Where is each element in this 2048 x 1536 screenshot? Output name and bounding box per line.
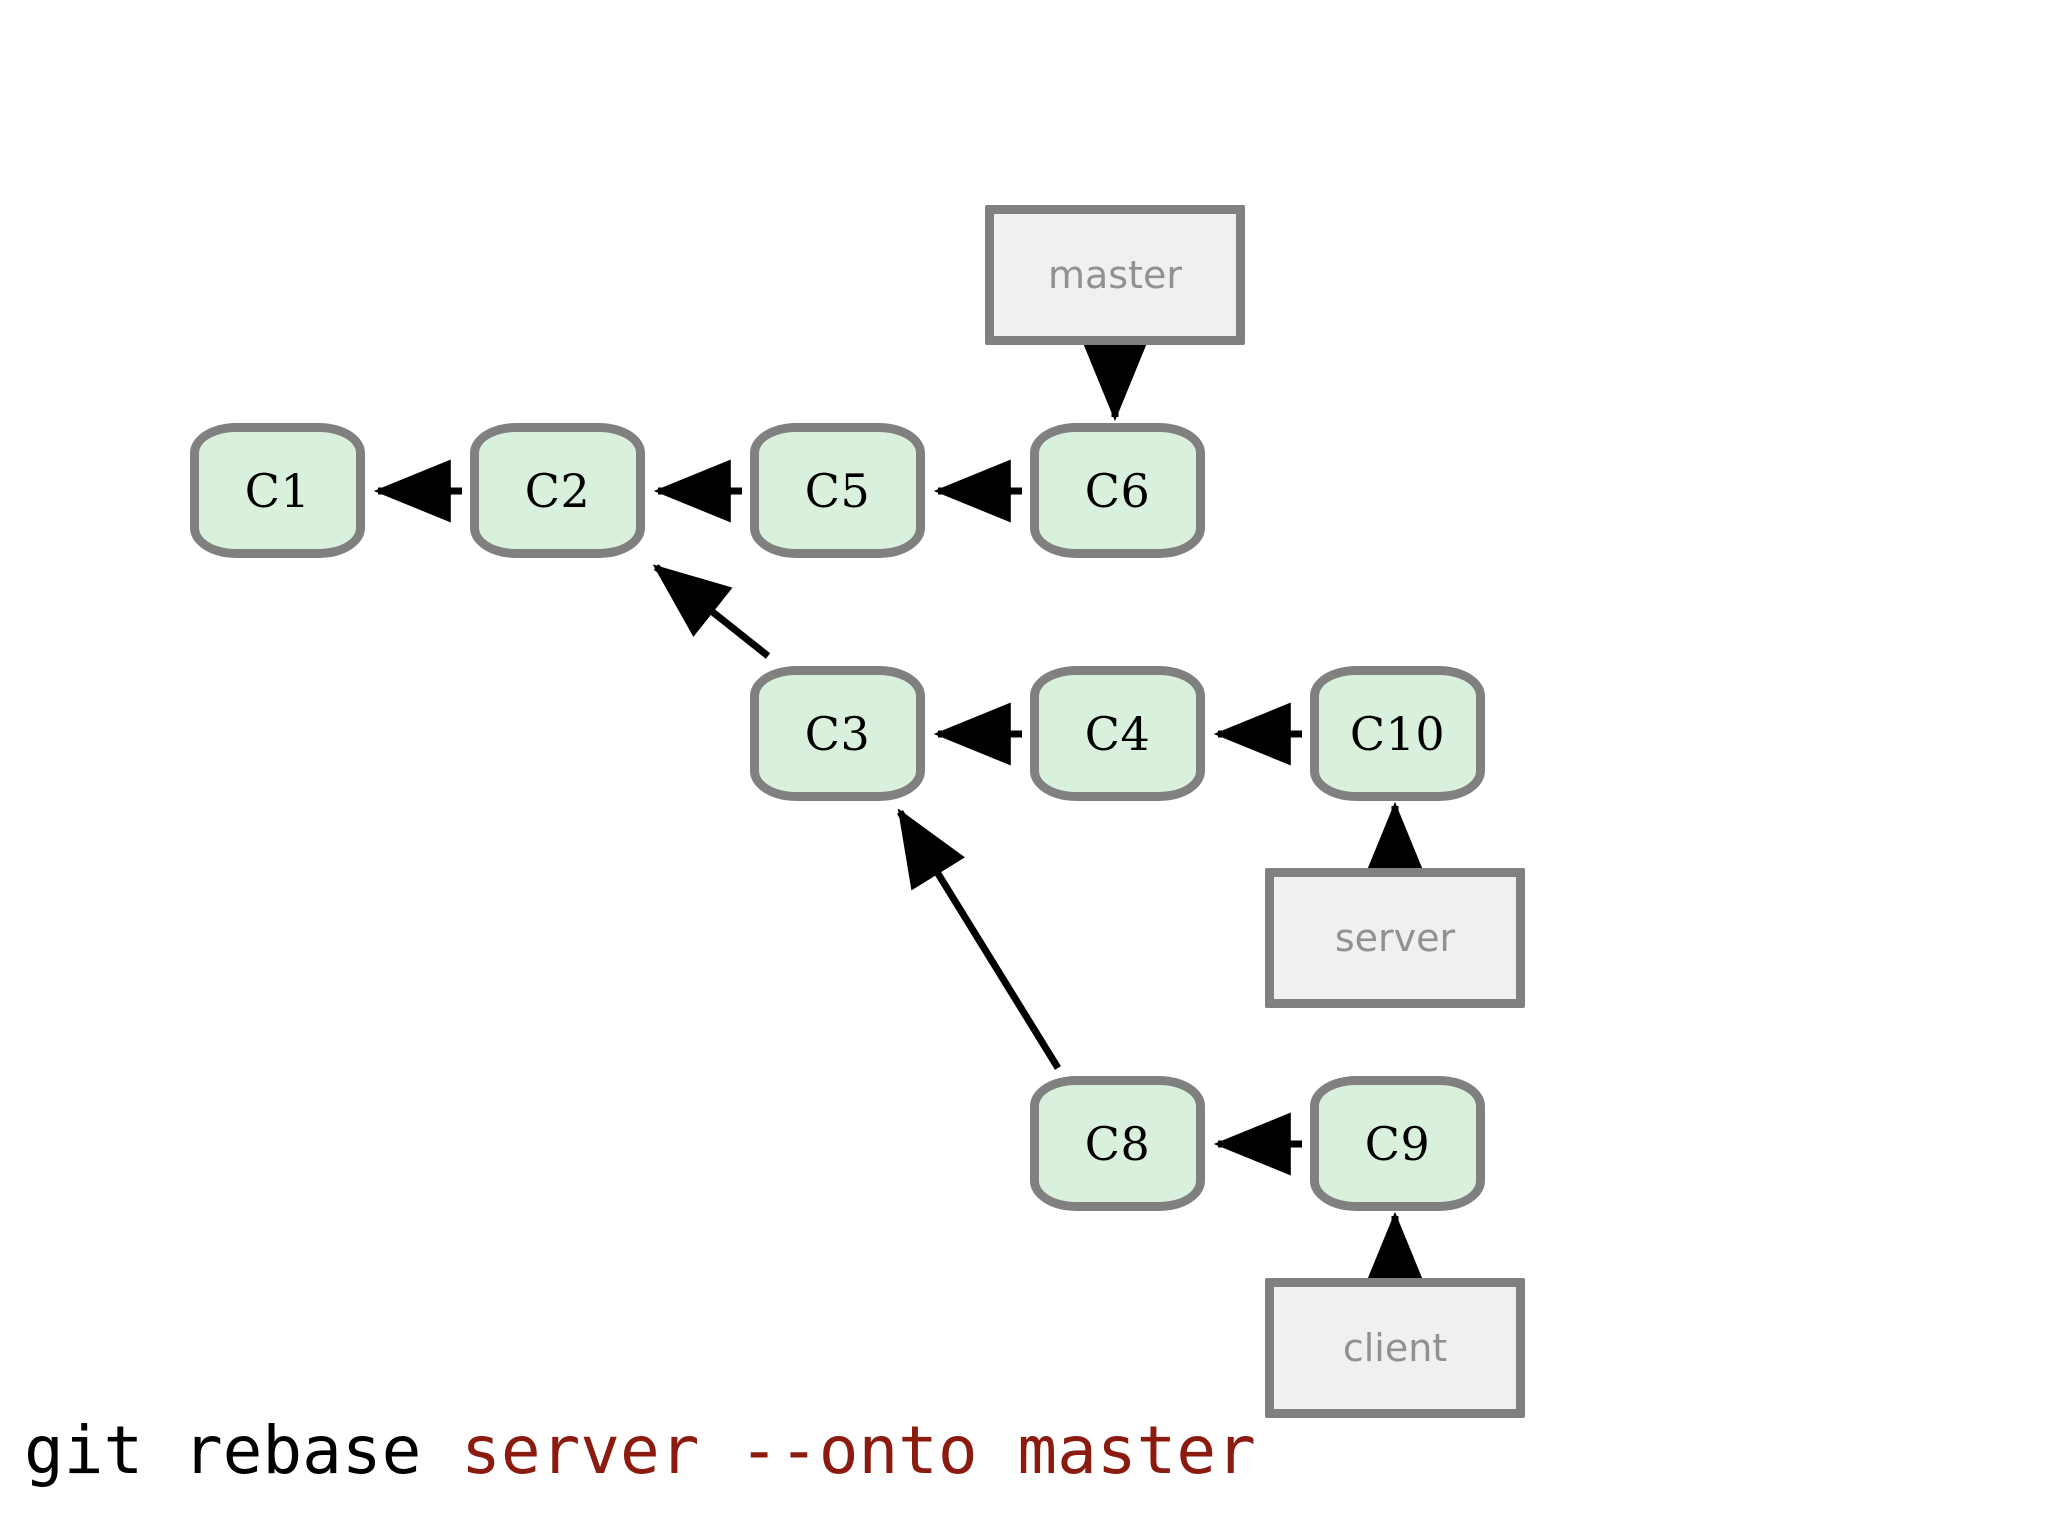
commit-node-c6[interactable]: C6: [1030, 423, 1205, 558]
branch-label-server[interactable]: server: [1265, 868, 1525, 1008]
edge-c8-to-c3: [897, 808, 1061, 1070]
caption-command: git rebase: [24, 1412, 462, 1489]
commit-node-c4[interactable]: C4: [1030, 666, 1205, 801]
commit-node-c3[interactable]: C3: [750, 666, 925, 801]
branch-label-master[interactable]: master: [985, 205, 1245, 345]
edge-c3-to-c2: [652, 564, 771, 659]
commit-node-c9[interactable]: C9: [1310, 1076, 1485, 1211]
caption: git rebase server --onto master: [24, 1418, 1256, 1484]
commit-node-c10[interactable]: C10: [1310, 666, 1485, 801]
caption-args: server --onto master: [461, 1412, 1256, 1489]
commit-node-c5[interactable]: C5: [750, 423, 925, 558]
commit-node-c2[interactable]: C2: [470, 423, 645, 558]
commit-node-c1[interactable]: C1: [190, 423, 365, 558]
commit-node-c8[interactable]: C8: [1030, 1076, 1205, 1211]
branch-label-client[interactable]: client: [1265, 1278, 1525, 1418]
